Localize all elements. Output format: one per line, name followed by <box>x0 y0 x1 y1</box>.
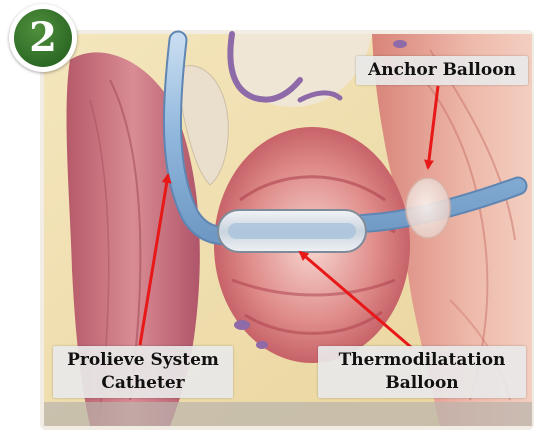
anchor-balloon-label-text: Anchor Balloon <box>356 59 528 82</box>
catheter-label-line2: Catheter <box>53 372 233 395</box>
vessel <box>234 320 250 330</box>
vessel <box>256 341 268 349</box>
anchor-balloon <box>406 178 450 238</box>
thermo-label-line2: Balloon <box>318 372 526 395</box>
anchor-balloon-label: Anchor Balloon <box>356 56 528 85</box>
step-number: 2 <box>14 9 72 67</box>
base-strip <box>44 402 532 426</box>
thermo-balloon-label: Thermodilatation Balloon <box>318 346 526 398</box>
vessel <box>393 40 407 48</box>
catheter-label-line1: Prolieve System <box>53 349 233 372</box>
balloon-core <box>228 223 356 239</box>
step-number-badge-icon: 2 <box>9 4 77 72</box>
thermo-label-line1: Thermodilatation <box>318 349 526 372</box>
catheter-label: Prolieve System Catheter <box>53 346 233 398</box>
